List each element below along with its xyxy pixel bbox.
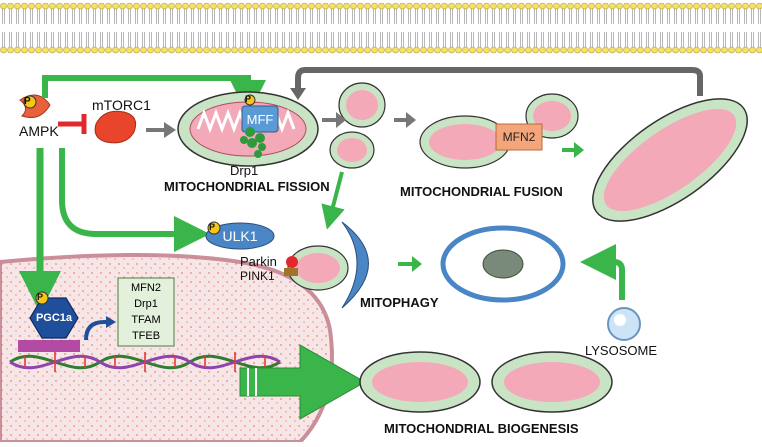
- ampk-phospho-badge: [23, 95, 37, 109]
- biogenesis-arrow: [239, 344, 367, 420]
- mff-phospho-badge: [244, 94, 256, 106]
- ulk1-label: ULK1: [222, 228, 258, 244]
- arrow-mtorc1-to-fission: [146, 122, 176, 138]
- pgc1a-hexagon: [29, 297, 79, 339]
- arrow-elongated-to-fission: [295, 67, 703, 96]
- parkin-marker: [286, 256, 298, 268]
- arrow-ampk-to-ulk1: [59, 148, 210, 252]
- biogenesis-title: MITOCHONDRIAL BIOGENESIS: [384, 421, 579, 436]
- fusion-title: MITOCHONDRIAL FUSION: [400, 184, 563, 199]
- mitochondrion-biogenesis-2: [491, 351, 613, 413]
- pink1-marker: [284, 268, 298, 276]
- mitochondrion-elongated: [592, 98, 748, 222]
- pgc1a-label: PGC1a: [35, 311, 73, 324]
- mfn2-label: MFN2: [502, 130, 536, 144]
- drp1-cluster: [240, 127, 266, 158]
- mtorc1-label: mTORC1: [92, 97, 151, 113]
- mtorc1-protein: [94, 110, 137, 144]
- phagophore: [341, 221, 369, 309]
- ulk1-phospho-badge: [207, 221, 221, 235]
- ulk1-protein: [205, 222, 275, 250]
- arrow-pgc1a-to-genes: [84, 320, 108, 341]
- arrow-fusion-to-elongated: [562, 142, 584, 158]
- arrow-lysosome-to-autophagosome: [580, 244, 625, 300]
- cell-membrane: [0, 0, 762, 56]
- ampk-label: AMPK: [19, 123, 59, 139]
- drp1-label: Drp1: [230, 163, 259, 178]
- pgc1a-phospho-label: P: [37, 292, 44, 302]
- mff-label: MFF: [246, 111, 274, 127]
- parkin-label: Parkin: [240, 254, 277, 269]
- ampk-phospho-label: P: [24, 96, 31, 107]
- promoter-block: [18, 340, 80, 352]
- mitochondrion-biogenesis-1: [359, 351, 481, 413]
- lysosome: [607, 307, 641, 341]
- mitophagy-title: MITOPHAGY: [360, 295, 439, 310]
- arrow-small-to-mitophagy: [321, 171, 345, 230]
- arrow-to-autophagosome: [398, 256, 422, 272]
- mitochondrion-small-top: [338, 82, 386, 128]
- mfn2-box: [495, 123, 543, 151]
- pink1-label: PINK1: [240, 269, 275, 283]
- dna-helix: [9, 352, 281, 372]
- ulk1-phospho-label: P: [209, 222, 216, 232]
- mff-phospho-label: P: [245, 94, 252, 104]
- arrow-ampk-to-mff: [42, 75, 266, 116]
- target-genes-box: [117, 277, 175, 347]
- lysosome-label: LYSOSOME: [585, 343, 658, 358]
- pgc1a-phospho-badge: [35, 291, 49, 305]
- gene-mfn2: MFN2: [131, 281, 161, 294]
- arrow-fission-to-small: [322, 112, 346, 128]
- mitochondrion-fusion-left: [419, 115, 511, 169]
- mitochondrion-damaged: [287, 245, 349, 291]
- fission-title: MITOCHONDRIAL FISSION: [164, 179, 330, 194]
- gene-drp1: Drp1: [134, 297, 158, 310]
- gene-tfam: TFAM: [131, 313, 161, 326]
- gene-tfeb: TFEB: [131, 329, 161, 342]
- arrow-small-to-fusion: [394, 112, 416, 128]
- autophagosome: [440, 225, 566, 303]
- mff-box: [241, 105, 279, 133]
- mitochondrion-small-bottom: [329, 131, 375, 169]
